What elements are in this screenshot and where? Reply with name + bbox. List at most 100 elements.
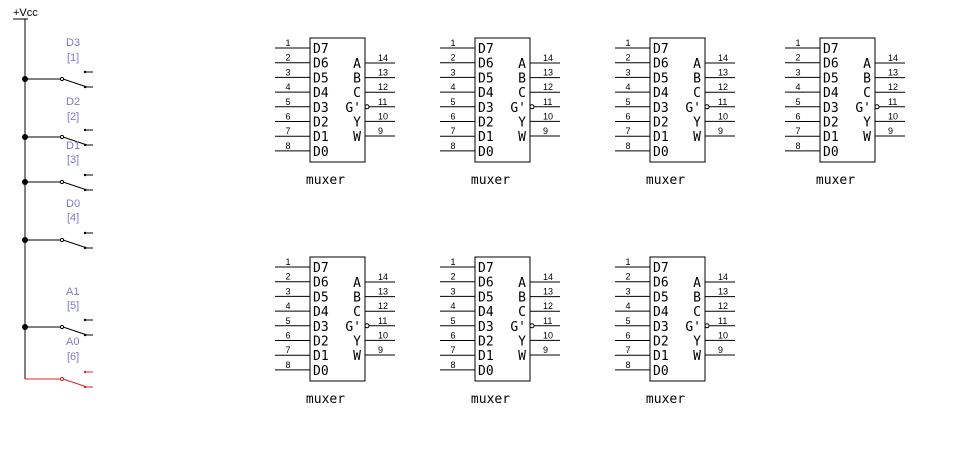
input-pin-number: 3 — [450, 286, 455, 296]
input-pin-number: 8 — [285, 360, 290, 370]
input-pin-label: D5 — [823, 71, 839, 86]
output-pin-label: G' — [345, 320, 361, 335]
input-pin-label: D2 — [478, 116, 494, 131]
output-pin-number: 14 — [718, 53, 728, 63]
switch-d0[interactable]: D0[4] — [22, 198, 93, 250]
contact-dot — [83, 188, 87, 192]
output-pin-label: W — [353, 130, 361, 145]
output-pin-label: B — [353, 72, 361, 87]
input-pin-label: D0 — [823, 145, 839, 160]
switch-lever — [62, 326, 88, 336]
input-pin-number: 2 — [450, 53, 455, 63]
switch-lever — [62, 136, 88, 146]
output-pin-number: 14 — [543, 272, 553, 282]
inversion-bubble — [529, 104, 535, 110]
output-pin-label: Y — [693, 334, 701, 349]
output-pin-label: Y — [863, 115, 871, 130]
input-pin-label: D3 — [823, 101, 839, 116]
input-pin-label: D5 — [478, 71, 494, 86]
output-pin-number: 11 — [718, 97, 727, 107]
input-pin-number: 4 — [285, 301, 290, 311]
input-pin-number: 7 — [450, 126, 455, 136]
input-pin-label: D0 — [313, 145, 329, 160]
output-pin-label: B — [353, 291, 361, 306]
output-pin-label: B — [518, 72, 526, 87]
input-pin-number: 3 — [285, 286, 290, 296]
input-pin-label: D2 — [478, 335, 494, 350]
output-pin-label: W — [863, 130, 871, 145]
output-pin-number: 12 — [888, 82, 898, 92]
input-pin-number: 4 — [285, 82, 290, 92]
output-pin-number: 11 — [543, 97, 552, 107]
input-pin-label: D2 — [653, 116, 669, 131]
output-pin-number: 11 — [888, 97, 897, 107]
input-pin-label: D5 — [653, 71, 669, 86]
chip-name-label: muxer — [306, 173, 345, 188]
input-pin-label: D3 — [653, 320, 669, 335]
switch-name-label: D2 — [66, 96, 80, 108]
output-pin-label: A — [518, 57, 526, 72]
output-pin-label: G' — [510, 320, 526, 335]
output-pin-number: 10 — [718, 330, 728, 340]
input-pin-label: D7 — [313, 42, 329, 57]
chip-name-label: muxer — [816, 173, 855, 188]
chip-name-label: muxer — [646, 173, 685, 188]
output-pin-number: 10 — [543, 330, 553, 340]
switch-d3[interactable]: D3[1] — [22, 37, 93, 89]
input-pin-number: 2 — [450, 272, 455, 282]
switch-d1[interactable]: D1[3] — [22, 140, 93, 192]
contact-dot — [83, 231, 87, 235]
output-pin-label: A — [353, 276, 361, 291]
input-pin-number: 1 — [625, 257, 630, 267]
input-pin-label: D6 — [823, 57, 839, 72]
input-pin-label: D6 — [313, 57, 329, 72]
switch-a1[interactable]: A1[5] — [22, 286, 93, 337]
input-pin-label: D2 — [313, 116, 329, 131]
chip-name-label: muxer — [306, 392, 345, 407]
output-pin-label: A — [353, 57, 361, 72]
output-pin-number: 9 — [718, 345, 723, 355]
output-pin-number: 11 — [718, 316, 727, 326]
input-pin-number: 1 — [450, 257, 455, 267]
output-pin-number: 13 — [718, 287, 728, 297]
input-pin-label: D1 — [478, 349, 494, 364]
input-pin-label: D3 — [313, 101, 329, 116]
switch-d2[interactable]: D2[2] — [22, 96, 93, 147]
output-pin-number: 14 — [378, 272, 388, 282]
chip-body — [819, 37, 876, 163]
output-pin-number: 11 — [543, 316, 552, 326]
input-pin-label: D4 — [823, 86, 839, 101]
chip-body — [649, 256, 706, 382]
output-pin-number: 9 — [543, 126, 548, 136]
input-pin-number: 4 — [625, 301, 630, 311]
input-pin-label: D2 — [653, 335, 669, 350]
output-pin-label: W — [353, 349, 361, 364]
output-pin-number: 13 — [888, 68, 898, 78]
switch-a0[interactable]: A0[6] — [25, 336, 93, 389]
input-pin-label: D6 — [478, 276, 494, 291]
output-pin-label: B — [693, 291, 701, 306]
switch-lever — [62, 378, 88, 388]
output-pin-number: 9 — [888, 126, 893, 136]
chip-body — [649, 37, 706, 163]
input-pin-label: D0 — [478, 145, 494, 160]
output-pin-label: G' — [510, 101, 526, 116]
contact-dot — [83, 128, 87, 132]
contact-dot — [83, 246, 87, 250]
input-pin-number: 3 — [450, 67, 455, 77]
switch-name-label: A0 — [66, 336, 79, 348]
inversion-bubble — [364, 104, 370, 110]
contact-dot — [83, 333, 87, 337]
output-pin-number: 9 — [543, 345, 548, 355]
input-pin-label: D6 — [653, 57, 669, 72]
input-pin-label: D0 — [653, 364, 669, 379]
output-pin-number: 12 — [543, 301, 553, 311]
